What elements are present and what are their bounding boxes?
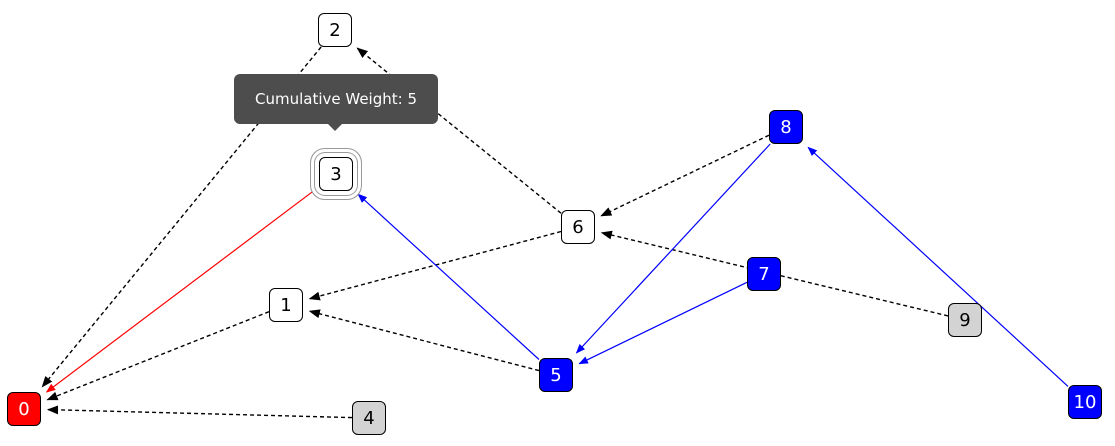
node-label: 10 <box>1073 391 1097 413</box>
edge-8-to-6 <box>600 134 770 217</box>
node-label: 0 <box>18 398 30 420</box>
node-0[interactable]: 0 <box>7 392 41 426</box>
edge-5-to-1 <box>308 309 540 372</box>
node-label: 4 <box>363 407 375 429</box>
node-label: 1 <box>280 294 292 316</box>
edge-5-to-3 <box>357 193 540 360</box>
node-6[interactable]: 6 <box>561 210 595 244</box>
node-label: 2 <box>329 19 341 41</box>
node-label: 3 <box>330 163 342 185</box>
node-10[interactable]: 10 <box>1068 385 1102 419</box>
node-8[interactable]: 8 <box>769 110 803 144</box>
node-2[interactable]: 2 <box>318 13 352 47</box>
node-5[interactable]: 5 <box>539 358 573 392</box>
node-3[interactable]: 3 <box>319 157 353 191</box>
edge-8-to-5 <box>575 143 771 354</box>
cumulative-weight-tooltip: Cumulative Weight: 5 <box>234 74 438 131</box>
node-label: 6 <box>572 216 584 238</box>
node-label: 5 <box>550 364 562 386</box>
edge-7-to-5 <box>578 281 748 365</box>
edge-1-to-0 <box>46 311 270 401</box>
edge-6-to-2 <box>356 47 562 214</box>
node-label: 8 <box>780 116 792 138</box>
node-label: 7 <box>758 263 770 285</box>
node-7[interactable]: 7 <box>747 257 781 291</box>
edge-10-to-8 <box>807 146 1069 387</box>
tooltip-text: Cumulative Weight: 5 <box>254 90 417 108</box>
node-9[interactable]: 9 <box>948 303 982 337</box>
edge-4-to-0 <box>46 405 353 419</box>
edge-3-to-0 <box>45 186 320 393</box>
node-1[interactable]: 1 <box>269 288 303 322</box>
node-label: 9 <box>959 309 971 331</box>
edge-6-to-1 <box>308 230 562 301</box>
node-4[interactable]: 4 <box>352 401 386 435</box>
